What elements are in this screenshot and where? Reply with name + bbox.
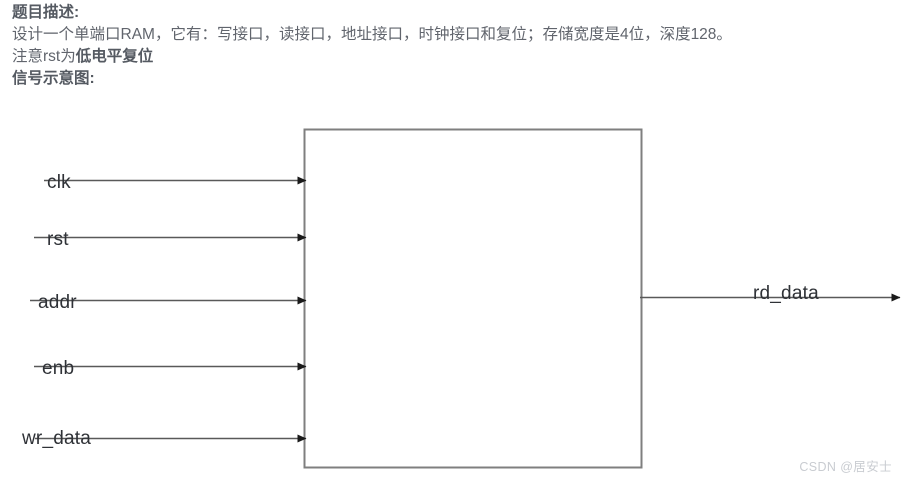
csdn-watermark: CSDN @居安士 bbox=[799, 460, 892, 474]
signal-label-clk: clk bbox=[47, 172, 71, 193]
signal-label-addr: addr bbox=[38, 292, 77, 313]
note-prefix: 注意rst为 bbox=[12, 48, 76, 65]
input-signal-lines bbox=[30, 176, 307, 443]
diagram-heading: 信号示意图: bbox=[12, 70, 95, 87]
signal-label-wr_data: wr_data bbox=[22, 428, 91, 449]
signal-label-rd_data: rd_data bbox=[753, 283, 819, 304]
problem-paragraph: 设计一个单端口RAM，它有：写接口，读接口，地址接口，时钟接口和复位；存储宽度是… bbox=[12, 26, 732, 43]
problem-heading: 题目描述: bbox=[12, 4, 80, 21]
signal-label-enb: enb bbox=[42, 358, 75, 379]
problem-description-block: 题目描述: 设计一个单端口RAM，它有：写接口，读接口，地址接口，时钟接口和复位… bbox=[12, 2, 902, 90]
signal-label-rst: rst bbox=[47, 229, 69, 250]
ram-block-rect bbox=[303, 128, 643, 469]
note-emphasis: 低电平复位 bbox=[75, 48, 154, 65]
problem-note: 注意rst为低电平复位 bbox=[12, 46, 902, 68]
